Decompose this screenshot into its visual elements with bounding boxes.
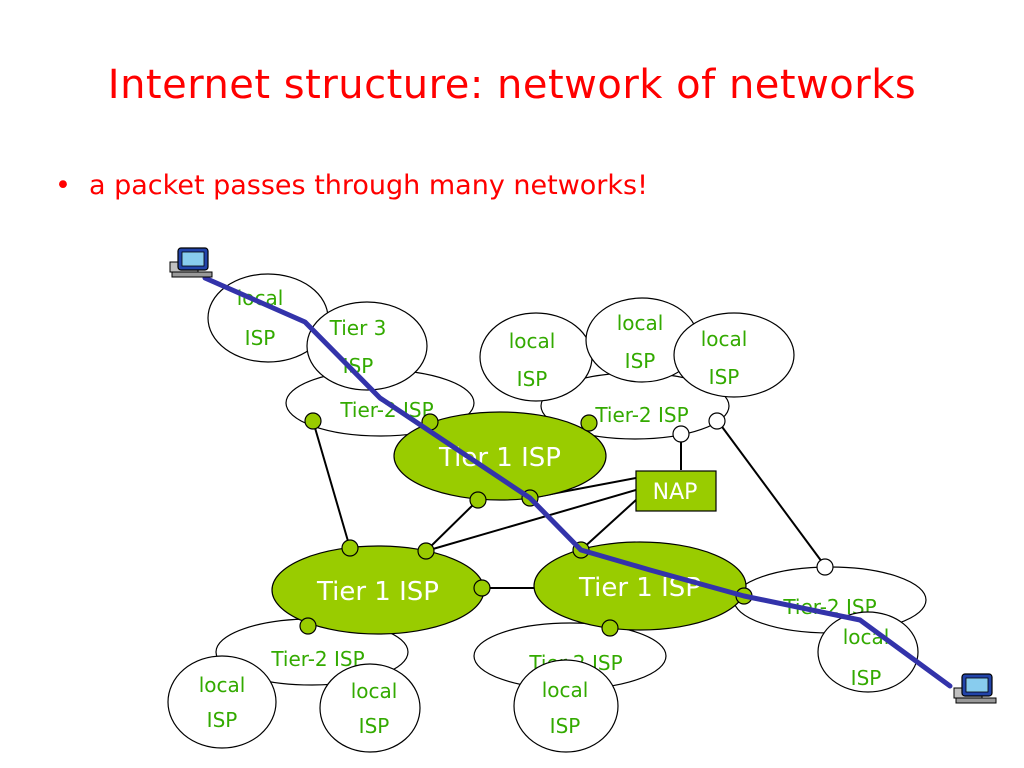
packet-path <box>202 275 953 689</box>
local-isp-f-line2: ISP <box>359 714 390 738</box>
local-isp-g: local ISP <box>513 659 619 753</box>
port-tier2-left <box>304 412 322 430</box>
bullet-text: a packet passes through many networks! <box>89 170 648 201</box>
link-tier1-right-to-nap <box>580 499 637 551</box>
local-isp-f-line1: local <box>351 679 398 703</box>
tier3-isp: Tier 3 ISP <box>306 301 428 391</box>
local-isp-d: local ISP <box>673 312 795 398</box>
local-isp-g-line2: ISP <box>550 714 581 738</box>
local-isp-b-line1: local <box>509 329 556 353</box>
local-isp-b: local ISP <box>479 312 593 402</box>
local-isp-e-line1: local <box>199 673 246 697</box>
connection-ports <box>299 412 834 637</box>
link-tier2-left-to-tier1-left <box>312 420 351 549</box>
port-tier1-left-b <box>417 542 435 560</box>
bullet-item: • a packet passes through many networks! <box>55 170 648 201</box>
tier2-right-top-label: Tier-2 ISP <box>594 403 688 427</box>
link-tier2-right-top-to-tier2-bottom-right <box>716 419 826 567</box>
link-tier1-left-to-tier1-top <box>425 499 479 552</box>
local-isp-d-line1: local <box>701 327 748 351</box>
local-isp-b-line2: ISP <box>517 367 548 391</box>
local-isp-g-line1: local <box>542 678 589 702</box>
local-isp-e: local ISP <box>167 655 277 749</box>
port-tier1-left-a <box>341 539 359 557</box>
port-tier1-left-d <box>299 617 317 635</box>
port-tier2-right-nap <box>672 425 690 443</box>
local-isp-f: local ISP <box>319 663 421 753</box>
computer-icon <box>953 673 997 704</box>
port-tier2-bottom-right <box>816 558 834 576</box>
tier3-line1: Tier 3 <box>329 316 387 340</box>
port-tier2-right-east <box>708 412 726 430</box>
local-isp-h: local ISP <box>817 611 919 693</box>
port-tier2-right-top <box>580 414 598 432</box>
local-isp-e-line2: ISP <box>207 708 238 732</box>
local-isp-d-line2: ISP <box>709 365 740 389</box>
link-tier1-left-to-nap <box>425 489 637 552</box>
computer-icon <box>169 247 213 278</box>
port-tier1-right-c <box>601 619 619 637</box>
local-isp-h-line2: ISP <box>851 666 882 690</box>
port-tier1-left-c <box>473 579 491 597</box>
tier1-left: Tier 1 ISP <box>271 545 485 635</box>
local-isp-c-line1: local <box>617 311 664 335</box>
tier1-right: Tier 1 ISP <box>533 541 747 631</box>
tier2-bottom-left-label: Tier-2 ISP <box>270 647 364 671</box>
port-tier1-top-a <box>469 491 487 509</box>
nap-box: NAP <box>635 470 717 512</box>
local-isp-a-line1: local <box>237 286 284 310</box>
local-isp-c: local ISP <box>585 297 699 383</box>
local-isp-c-line2: ISP <box>625 349 656 373</box>
slide-title: Internet structure: network of networks <box>107 62 917 108</box>
bullet-dot: • <box>55 170 71 201</box>
local-isp-a-line2: ISP <box>245 326 276 350</box>
tier1-left-label: Tier 1 ISP <box>316 577 439 607</box>
nap-label: NAP <box>653 480 698 505</box>
